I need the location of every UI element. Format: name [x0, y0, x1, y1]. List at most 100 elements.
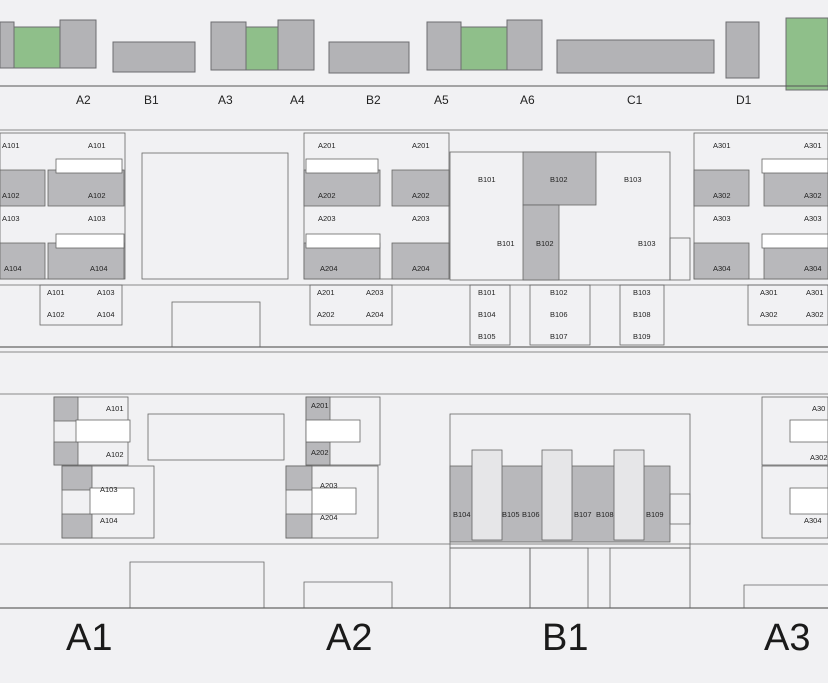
- unit-label: A304: [804, 516, 822, 525]
- unit-label: A201: [311, 401, 329, 410]
- unit-label: A302: [713, 191, 731, 200]
- unit-label: A203: [320, 481, 338, 490]
- green-space: [245, 26, 279, 71]
- lower-unit-labels: A101 A102 A103 A104 A201 A202 A203 A204 …: [100, 401, 828, 525]
- unit-label: B105: [502, 510, 520, 519]
- unit-label: B102: [536, 239, 554, 248]
- parking-label: B105: [478, 332, 496, 341]
- upper-unit-labels: A101 A101 A102 A102 A103 A103 A104 A104 …: [2, 141, 822, 273]
- unit-label: A102: [88, 191, 106, 200]
- block-title: A2: [326, 617, 372, 659]
- unit-label: A103: [2, 214, 20, 223]
- parking-label: A104: [97, 310, 115, 319]
- unit-label: A304: [713, 264, 731, 273]
- unit-label: B109: [646, 510, 664, 519]
- parking-label: B103: [633, 288, 651, 297]
- unit-label: B103: [624, 175, 642, 184]
- unit-label: A104: [100, 516, 118, 525]
- parking-label: A302: [760, 310, 778, 319]
- parking-labels: A101 A103 A102 A104 A201 A203 A202 A204 …: [47, 288, 824, 341]
- building-elevation: [556, 39, 715, 74]
- unit-label: A204: [320, 513, 338, 522]
- unit-label: B106: [522, 510, 540, 519]
- unit-label: A301: [804, 141, 822, 150]
- building-elevation: [59, 19, 97, 69]
- unit-label: A202: [311, 448, 329, 457]
- parking-label: A103: [97, 288, 115, 297]
- parking-label: B102: [550, 288, 568, 297]
- elevation-label: A2: [76, 93, 91, 107]
- elevation-label: A5: [434, 93, 449, 107]
- unit-label: A302: [804, 191, 822, 200]
- unit-label: A303: [804, 214, 822, 223]
- unit-label: A201: [412, 141, 430, 150]
- unit-label: B101: [478, 175, 496, 184]
- building-elevation: [506, 19, 543, 71]
- unit-label: B101: [497, 239, 515, 248]
- unit-label: A101: [106, 404, 124, 413]
- unit-label: A103: [88, 214, 106, 223]
- elevation-label: C1: [627, 93, 643, 107]
- elevation-label: A4: [290, 93, 305, 107]
- parking-label: B106: [550, 310, 568, 319]
- unit-label: B108: [596, 510, 614, 519]
- green-space: [13, 26, 61, 69]
- unit-label: A204: [320, 264, 338, 273]
- unit-label: A102: [106, 450, 124, 459]
- unit-label: A104: [90, 264, 108, 273]
- unit-label: A303: [713, 214, 731, 223]
- building-elevation: [725, 21, 760, 79]
- parking-label: B109: [633, 332, 651, 341]
- block-title: A3: [764, 617, 810, 659]
- parking-label: B107: [550, 332, 568, 341]
- parking-label: A301: [806, 288, 824, 297]
- parking-label: B104: [478, 310, 496, 319]
- unit-label: A101: [88, 141, 106, 150]
- parking-label: A204: [366, 310, 384, 319]
- parking-label: B108: [633, 310, 651, 319]
- unit-label: A103: [100, 485, 118, 494]
- unit-label: A104: [4, 264, 22, 273]
- parking-label: A102: [47, 310, 65, 319]
- parking-label: A202: [317, 310, 335, 319]
- unit-label: B102: [550, 175, 568, 184]
- unit-label: A302: [810, 453, 828, 462]
- lower-plan: [0, 393, 828, 609]
- unit-label: A204: [412, 264, 430, 273]
- unit-label: A101: [2, 141, 20, 150]
- building-elevation: [426, 21, 462, 71]
- parking-label: A301: [760, 288, 778, 297]
- building-elevation: [0, 21, 15, 69]
- building-elevation: [328, 41, 410, 74]
- building-elevation: [277, 19, 315, 71]
- unit-label: A202: [318, 191, 336, 200]
- elevation-labels: A2 B1 A3 A4 B2 A5 A6 C1 D1: [76, 93, 752, 107]
- parking-label: A101: [47, 288, 65, 297]
- green-space: [460, 26, 508, 71]
- unit-label: B104: [453, 510, 471, 519]
- unit-label: B107: [574, 510, 592, 519]
- block-title: B1: [542, 617, 588, 659]
- parking-label: A302: [806, 310, 824, 319]
- block-title: A1: [66, 617, 112, 659]
- elevation-label: B2: [366, 93, 381, 107]
- unit-label: A203: [318, 214, 336, 223]
- unit-label: B103: [638, 239, 656, 248]
- unit-label: A201: [318, 141, 336, 150]
- elevation-label: A6: [520, 93, 535, 107]
- unit-label: A301: [713, 141, 731, 150]
- upper-plan: [0, 129, 828, 353]
- unit-label: A203: [412, 214, 430, 223]
- elevation-label: A3: [218, 93, 233, 107]
- elevation-label: D1: [736, 93, 752, 107]
- unit-label: A304: [804, 264, 822, 273]
- unit-label: A30: [812, 404, 825, 413]
- unit-label: A202: [412, 191, 430, 200]
- building-elevation: [210, 21, 247, 71]
- green-space: [785, 17, 828, 91]
- elevation-label: B1: [144, 93, 159, 107]
- block-titles: A1 A2 B1 A3: [66, 617, 810, 659]
- parking-label: A203: [366, 288, 384, 297]
